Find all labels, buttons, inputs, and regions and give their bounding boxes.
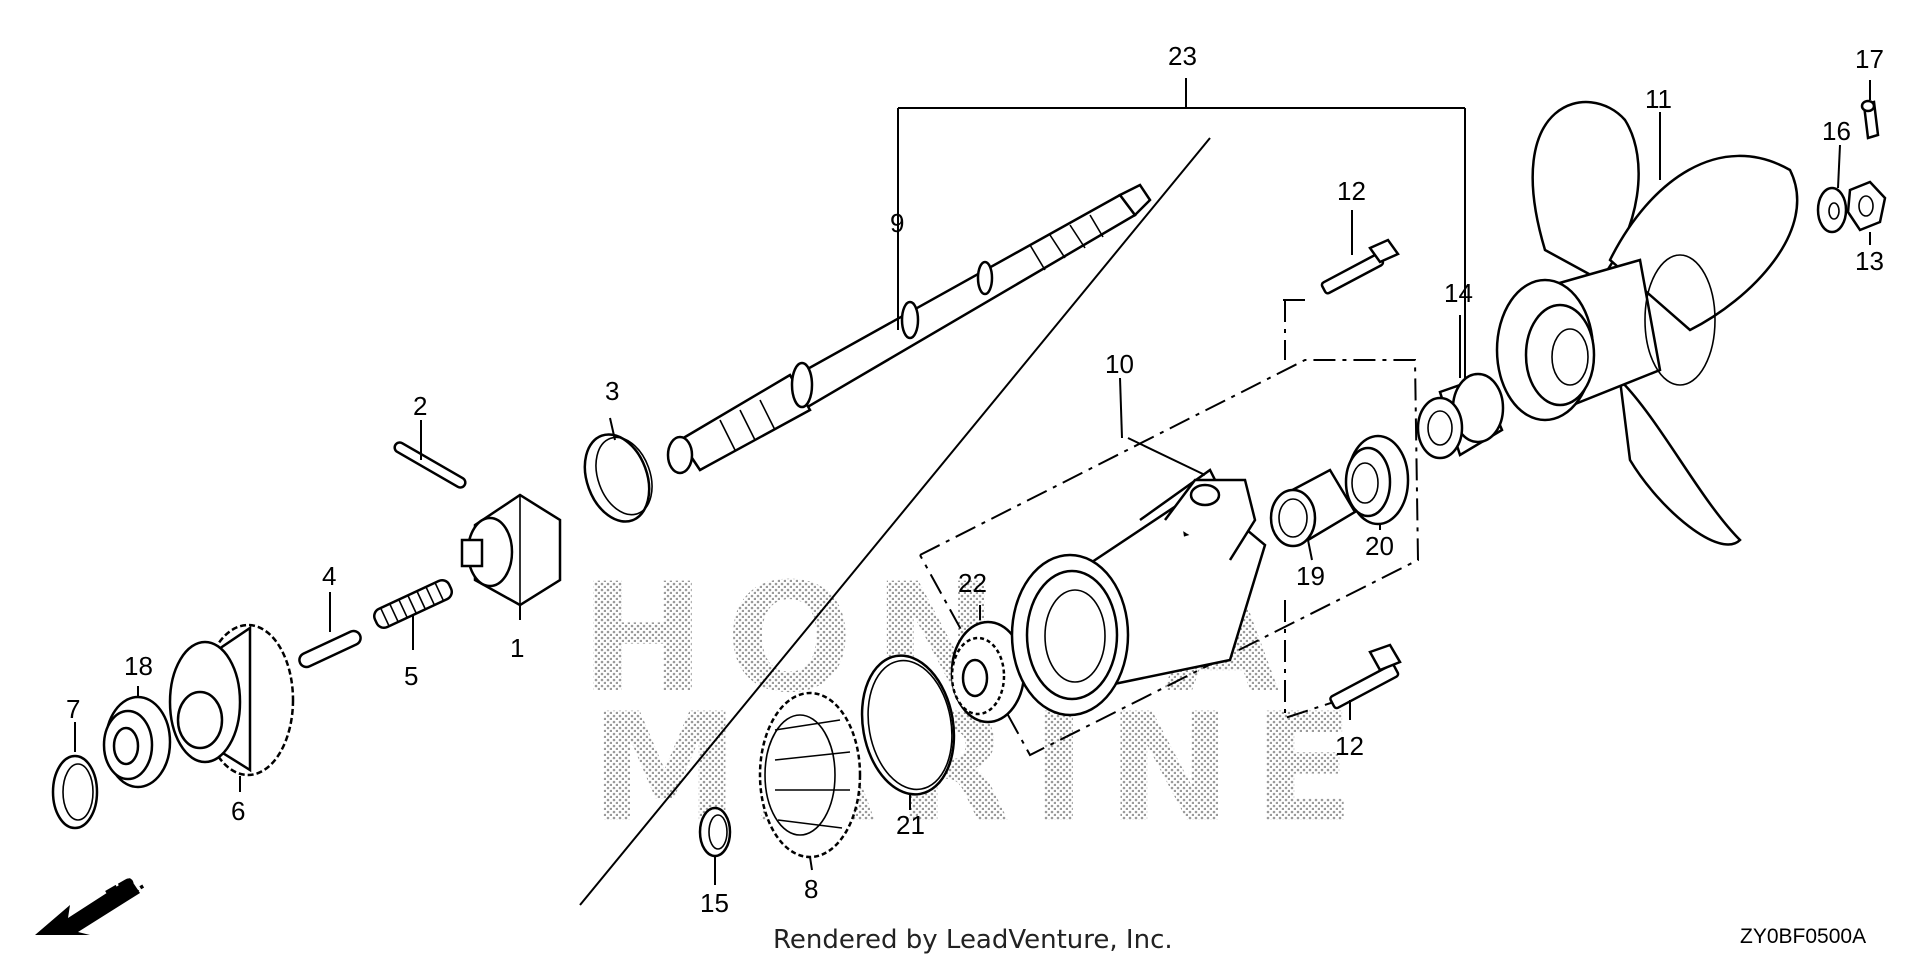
callout-16: 16 [1822,116,1851,146]
pin-4 [298,629,362,669]
callout-2: 2 [413,391,427,421]
propeller-11 [1495,100,1799,546]
bracket-23 [897,78,1466,380]
callout-11: 11 [1645,84,1672,114]
seal-20 [1344,434,1410,526]
callout-18: 18 [124,651,153,681]
cotter-pin-17 [1860,99,1880,140]
callout-7: 7 [66,694,80,724]
callout-10: 10 [1105,349,1134,379]
callout-6: 6 [231,796,245,826]
bolt-12-lower [1329,643,1402,710]
footer-credit: Rendered by LeadVenture, Inc. [773,925,1173,955]
diagram-code: ZY0BF0500A [1740,925,1866,948]
propeller-shaft [666,183,1152,475]
callout-22: 22 [958,568,987,598]
shim-7 [51,754,99,830]
pin-2 [393,441,467,489]
callout-15: 15 [700,888,729,918]
callout-14: 14 [1444,278,1473,308]
ring-3 [583,433,653,523]
bolt-12-upper [1320,238,1400,295]
shim-15 [698,806,732,858]
spring-5 [372,578,454,630]
housing-dash-box [919,299,1420,757]
callout-3: 3 [605,376,619,406]
callouts: 1 2 3 4 5 6 7 8 9 10 11 12 12 13 14 15 1… [66,41,1884,918]
callout-12-upper: 12 [1337,176,1366,206]
bearing-22 [950,620,1026,724]
callout-19: 19 [1296,561,1325,591]
callout-4: 4 [322,561,336,591]
callout-20: 20 [1365,531,1394,561]
washer-16 [1816,186,1848,234]
callout-12-lower: 12 [1335,731,1364,761]
thrust-washer-14 [1416,372,1505,460]
gear-6 [168,623,295,777]
diagonal-reference-line [579,137,1211,906]
callout-21: 21 [896,810,925,840]
o-ring-21 [860,654,956,796]
callout-8: 8 [804,874,818,904]
callout-9: 9 [890,208,904,238]
front-direction-arrow: FR. [35,869,149,935]
leader-lines [74,80,1871,885]
castle-nut-13 [1846,180,1887,232]
callout-13: 13 [1855,246,1884,276]
housing-10 [1010,468,1267,717]
callout-5: 5 [404,661,418,691]
bevel-gear-8 [758,691,862,859]
callout-1: 1 [510,633,524,663]
bearing-18 [102,695,172,789]
arrow-icon [35,878,140,935]
callout-23: 23 [1168,41,1197,71]
clutch-1 [460,493,562,607]
needle-bearing-19 [1269,468,1357,548]
callout-17: 17 [1855,44,1884,74]
